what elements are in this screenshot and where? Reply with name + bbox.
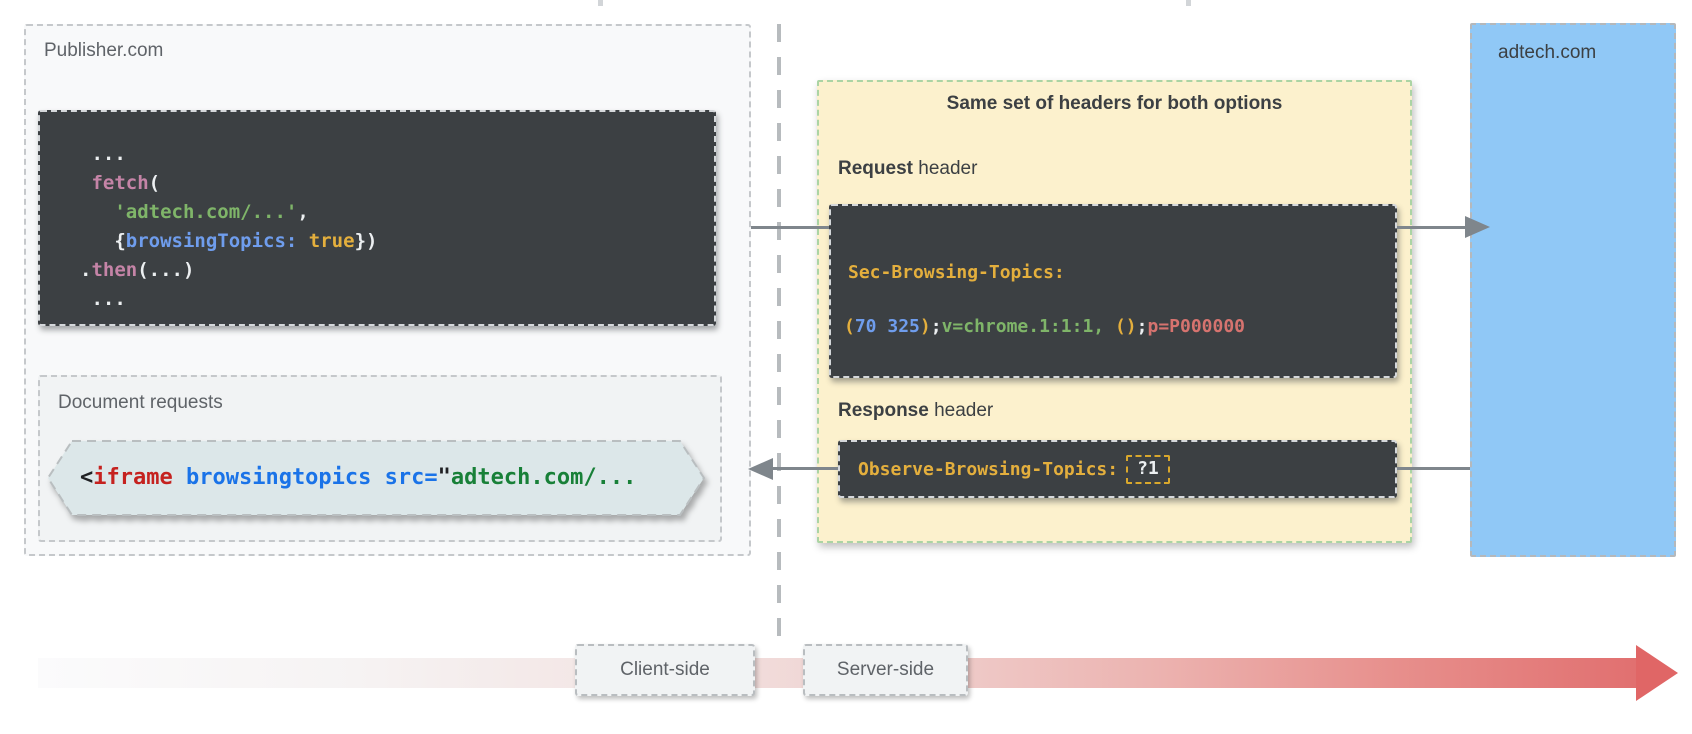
src-url: adtech.com/... xyxy=(450,465,637,490)
publisher-to-request-line xyxy=(751,226,829,229)
code-line: ... xyxy=(80,140,714,169)
paren: ( xyxy=(844,316,855,337)
adtech-panel xyxy=(1470,23,1676,557)
option-value: true xyxy=(308,230,355,252)
angle-bracket: < xyxy=(80,465,94,490)
semicolon: ; xyxy=(930,316,942,337)
topic-ids: 70 325 xyxy=(854,316,920,337)
header-word: header xyxy=(912,158,978,179)
version-token: v=chrome.1:1:1, xyxy=(941,316,1105,337)
request-header-code-block xyxy=(829,204,1397,378)
response-to-publisher-line xyxy=(768,467,838,470)
code-ellipsis: ... xyxy=(80,143,126,165)
request-header-label: Request header xyxy=(838,158,977,180)
sec-browsing-topics-name: Sec-Browsing-Topics: xyxy=(848,262,1065,283)
code-line: 'adtech.com/...', xyxy=(80,198,714,227)
then-keyword: then xyxy=(91,259,138,281)
arrowhead-left-icon xyxy=(748,458,773,480)
padding-token: p=P000000 xyxy=(1147,316,1246,337)
timeline-arrowhead-icon xyxy=(1636,645,1678,701)
quote: " xyxy=(437,465,451,490)
empty-list: () xyxy=(1104,316,1137,337)
publisher-label: Publisher.com xyxy=(44,40,164,61)
code-line: {browsingTopics: true}) xyxy=(80,227,714,256)
adtech-label: adtech.com xyxy=(1498,42,1597,63)
paren: ( xyxy=(148,172,161,194)
src-attribute: src= xyxy=(384,465,438,490)
dot: . xyxy=(80,259,92,281)
request-to-adtech-line xyxy=(1397,226,1467,229)
brace: }) xyxy=(354,230,378,252)
semicolon: ; xyxy=(1136,316,1148,337)
url-string: 'adtech.com/...' xyxy=(80,201,298,223)
document-requests-label: Document requests xyxy=(58,392,223,413)
fetch-keyword: fetch xyxy=(80,172,149,194)
top-edge-dash-remnant xyxy=(598,0,603,6)
arrowhead-right-icon xyxy=(1465,216,1490,238)
request-word: Request xyxy=(838,158,913,179)
server-side-badge: Server-side xyxy=(803,644,968,696)
headers-panel-title: Same set of headers for both options xyxy=(946,93,1283,114)
sec-browsing-topics-value: (70 325);v=chrome.1:1:1, ();p=P000000 xyxy=(844,316,1245,337)
iframe-tag-hexagon-shape xyxy=(47,440,705,516)
iframe-tag: iframe xyxy=(93,465,173,490)
observe-value-chip: ?1 xyxy=(1126,454,1170,484)
client-side-badge: Client-side xyxy=(575,644,755,696)
code-line: fetch( xyxy=(80,169,714,198)
header-word: header xyxy=(928,400,994,421)
client-side-label: Client-side xyxy=(620,659,710,680)
fetch-code-block: ... fetch( 'adtech.com/...', {browsingTo… xyxy=(38,110,716,326)
code-line: .then(...) xyxy=(80,256,714,285)
iframe-code-snippet: <iframe browsingtopics src="adtech.com/.… xyxy=(80,465,636,490)
top-edge-dash-remnant xyxy=(1186,0,1191,6)
browsingtopics-attribute: browsingtopics xyxy=(172,465,385,490)
option-name: browsingTopics: xyxy=(125,230,309,252)
adtech-to-response-line xyxy=(1397,467,1470,470)
client-server-divider xyxy=(777,24,781,640)
brace: { xyxy=(80,230,126,252)
response-header-label: Response header xyxy=(838,400,993,422)
response-header-code-block: Observe-Browsing-Topics: ?1 xyxy=(838,440,1397,498)
code-ellipsis: ... xyxy=(80,288,126,310)
response-word: Response xyxy=(838,400,929,421)
paren: ) xyxy=(919,316,931,337)
comma: , xyxy=(297,201,309,223)
code-line: ... xyxy=(80,285,714,314)
paren: (...) xyxy=(137,259,195,281)
server-side-label: Server-side xyxy=(836,659,935,680)
observe-browsing-topics-name: Observe-Browsing-Topics: xyxy=(858,458,1119,480)
